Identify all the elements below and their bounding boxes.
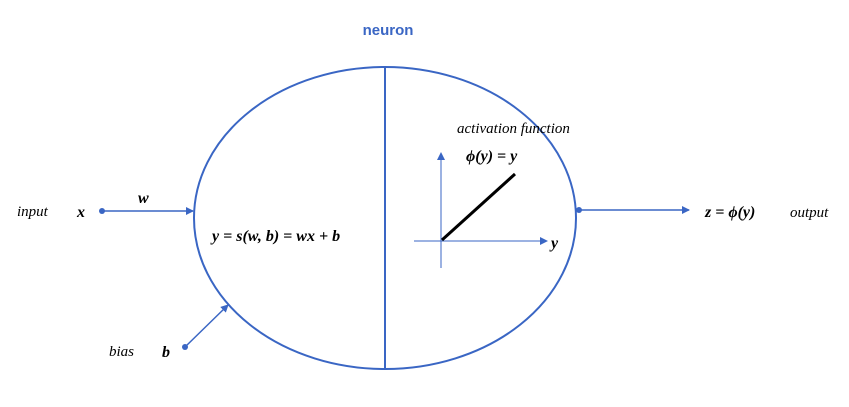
input-variable: x [76, 204, 85, 221]
bias-variable: b [162, 344, 170, 361]
input-label: input [17, 204, 49, 220]
sum-equation: y = s(w, b) = wx + b [210, 228, 340, 245]
weight-variable: w [138, 190, 149, 207]
activation-line [440, 172, 517, 242]
diagram-title: neuron [363, 22, 414, 39]
bias-label: bias [109, 344, 134, 360]
bias-arrow [184, 304, 229, 348]
activation-label: activation function [457, 121, 570, 137]
activation-equation: ϕ(y) = y [466, 148, 518, 165]
activation-axis-variable: y [549, 235, 559, 252]
output-label: output [790, 205, 829, 221]
output-equation: z = ϕ(y) [704, 204, 755, 221]
